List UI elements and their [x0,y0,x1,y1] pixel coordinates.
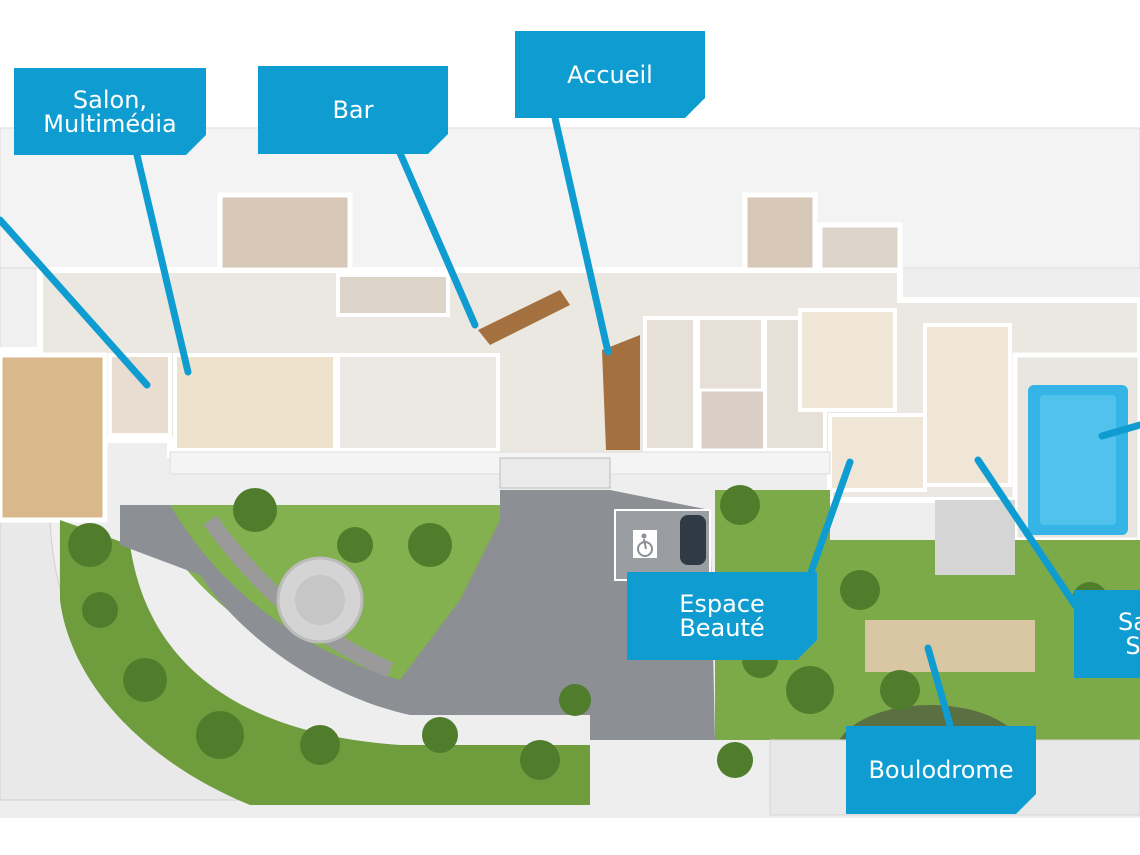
wheelchair-icon [633,530,657,558]
pointer-accueil [551,114,612,356]
callout-espace-beaute-label: Espace Beauté [679,590,765,642]
driveway [120,490,715,740]
pointer-bar [396,149,479,329]
callout-accueil-label: Accueil [567,60,653,89]
reception-desk [602,335,640,450]
office-3 [698,388,767,452]
salon-room [108,353,172,437]
pointer-salle-sport [974,456,1079,609]
beauty-room-1 [798,308,897,412]
bar-back-room [336,273,450,317]
upper-block-3 [817,222,903,273]
pointer-pool [1098,421,1140,440]
callout-boulodrome: Boulodrome [846,726,1036,814]
callout-salon-multimedia-label: Salon, Multimédia [43,85,177,138]
terrace [935,500,1015,575]
callout-espace-beaute: Espace Beauté [627,572,817,660]
pointer-salon [133,151,192,376]
callout-salon-multimedia: Salon, Multimédia [14,68,206,155]
office-1 [643,316,697,452]
office-4 [763,316,827,452]
callout-right-cut-label: Sa S [1118,608,1140,660]
callout-pointers [0,114,1140,729]
dining-room [0,352,108,523]
callout-boulodrome-label: Boulodrome [868,756,1014,784]
bar-counter [478,290,570,345]
pointer-left-edge [0,216,151,389]
multimedia-room [173,353,337,452]
pointer-boulodrome [924,644,954,729]
bar-seating [336,353,500,452]
parked-car [680,515,706,565]
boulodrome-court [865,620,1035,672]
entrance-canopy [499,457,611,489]
callout-right-cut: Sa S [1074,590,1140,678]
upper-block-1 [217,192,353,273]
pointer-espace-beaute [806,458,854,579]
garden-lawn-left [60,520,590,805]
callout-bar: Bar [258,66,448,154]
pool-water-highlight [1040,395,1116,525]
upper-block-2 [742,192,818,273]
callout-accueil: Accueil [515,31,705,118]
callout-bar-label: Bar [332,96,374,124]
fountain [295,575,345,625]
gym-room [923,323,1012,487]
